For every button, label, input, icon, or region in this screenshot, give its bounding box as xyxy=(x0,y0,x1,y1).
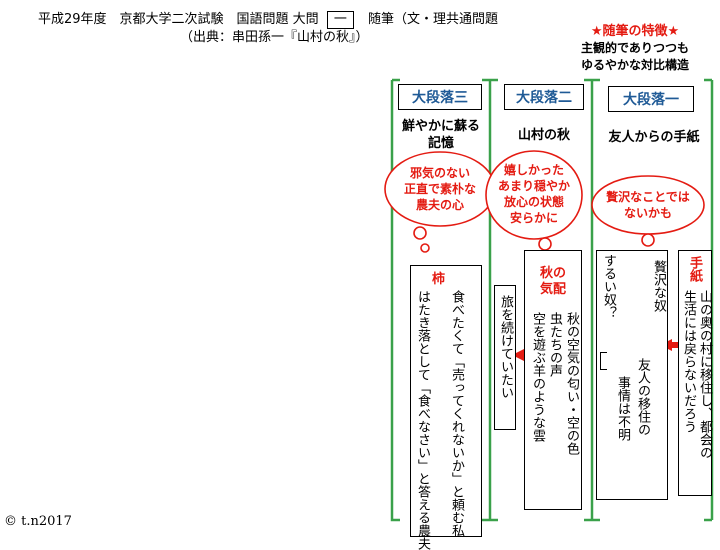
section-label-2: 大段落二 xyxy=(504,84,584,110)
zeitaku-text: 贅沢な奴 xyxy=(651,260,666,312)
autumn-tag-line-2: 気配 xyxy=(539,282,566,297)
section-label-1: 大段落一 xyxy=(608,86,694,112)
persimmon-box xyxy=(410,265,482,537)
cloud-2-line-4: 安らかに xyxy=(509,211,558,225)
header-title-text: 平成29年度 京都大学二次試験 国語問題 大問 xyxy=(38,12,319,27)
feature-note: ★随筆の特徴★ 主観的でありつつも ゆるやかな対比構造 xyxy=(560,20,710,73)
cloud-2-line-1: 嬉しかった xyxy=(503,163,564,177)
persimmon-tag: 柿 xyxy=(432,272,446,287)
autumn-col-3: 空を遊ぶ羊のような雲 xyxy=(530,312,545,442)
friend-bracket xyxy=(600,352,607,370)
persimmon-col-1: 食べたくて「売ってくれないか」と頼む私 xyxy=(449,290,464,537)
header-subject: 随筆（文・理共通問題 xyxy=(367,12,498,27)
copyright: © t.n2017 xyxy=(4,514,72,529)
autumn-col-1: 秋の空気の匂い・空の色 xyxy=(564,312,579,455)
cloud-3-line-2: 正直で素朴な xyxy=(403,182,476,196)
friend-col-2: 事情は不明 xyxy=(615,376,630,441)
friend-col-1: 友人の移住の xyxy=(635,358,650,436)
section-title-3: 鮮やかに蘇る 記憶 xyxy=(396,118,486,152)
letter-tag: 手紙 xyxy=(687,256,702,282)
autumn-tag: 秋の 気配 xyxy=(528,266,578,298)
section-title-3-line-2: 記憶 xyxy=(427,136,454,151)
tabi-text: 旅を続けていたい xyxy=(498,295,513,399)
cloud-1-line-1: 贅沢なことでは xyxy=(606,190,690,204)
autumn-tag-line-1: 秋の xyxy=(539,266,566,281)
cloud-3-line-3: 農夫の心 xyxy=(415,198,464,212)
cloud-2-line-2: あまり穏やか xyxy=(497,179,570,193)
header-title: 平成29年度 京都大学二次試験 国語問題 大問 一 随筆（文・理共通問題 xyxy=(38,8,498,29)
feature-line-2: ゆるやかな対比構造 xyxy=(580,58,689,72)
thought-clouds xyxy=(384,150,705,263)
friend-box xyxy=(596,250,668,500)
cloud-1-line-2: ないかも xyxy=(623,206,672,220)
letter-col-2: 生活には戻らないだろう xyxy=(681,290,696,433)
cloud-1-text: 贅沢なことでは ないかも xyxy=(598,189,698,221)
autumn-col-2: 虫たちの声 xyxy=(547,312,562,377)
feature-heading: ★随筆の特徴★ xyxy=(590,24,680,39)
question-number-box: 一 xyxy=(326,11,354,29)
cloud-3-line-1: 邪気のない xyxy=(409,166,470,180)
letter-box xyxy=(678,250,712,496)
header-source: （出典：串田孫一『山村の秋』） xyxy=(180,30,369,45)
section-title-1: 友人からの手紙 xyxy=(608,130,700,145)
cloud-3-text: 邪気のない 正直で素朴な 農夫の心 xyxy=(392,165,488,213)
feature-line-1: 主観的でありつつも xyxy=(580,41,689,55)
tabi-box xyxy=(494,285,516,430)
suru-text: するい奴？ xyxy=(601,254,616,319)
cloud-2-text: 嬉しかった あまり穏やか 放心の状態 安らかに xyxy=(490,162,578,226)
letter-col-1: 山の奥の村に移住し、都会の xyxy=(697,290,712,459)
autumn-box xyxy=(524,250,582,510)
section-label-3: 大段落三 xyxy=(398,84,482,110)
section-title-3-line-1: 鮮やかに蘇る xyxy=(401,119,480,134)
persimmon-col-2: はたき落として「食べなさい」と答える農夫 xyxy=(415,290,430,550)
section-title-2: 山村の秋 xyxy=(517,128,570,143)
cloud-2-line-3: 放心の状態 xyxy=(503,195,564,209)
